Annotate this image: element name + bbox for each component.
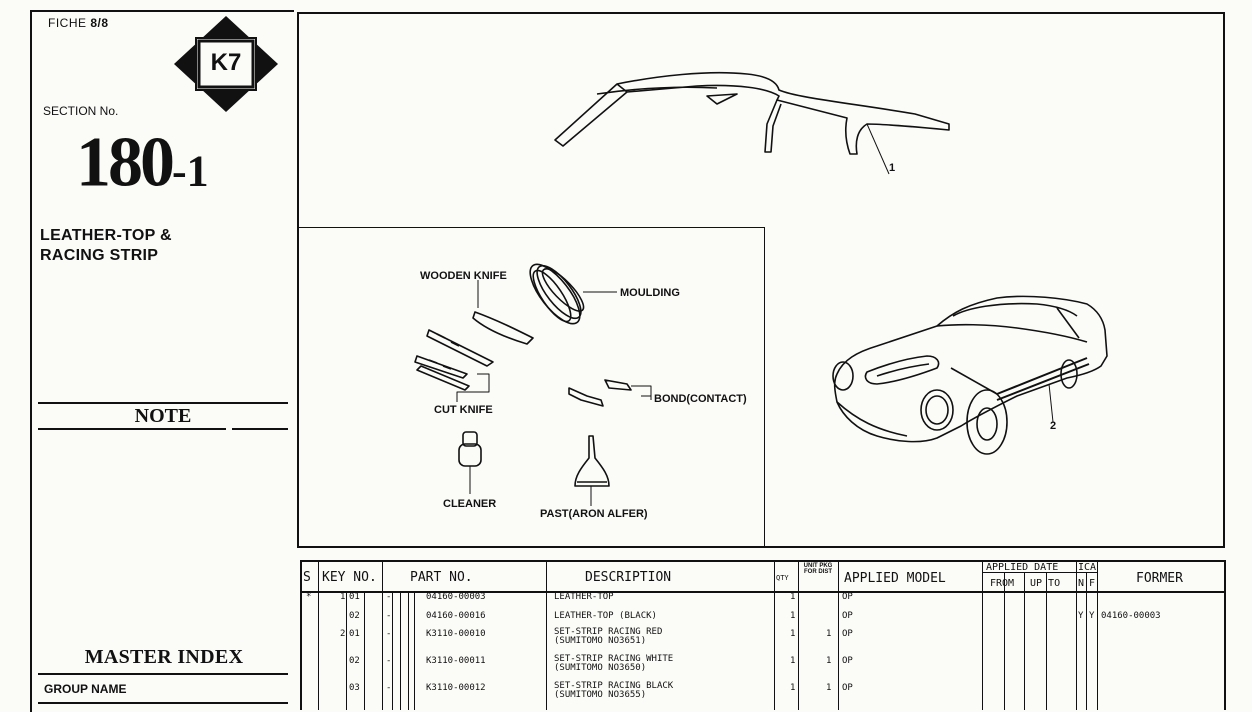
accessory-kit-inset (299, 227, 765, 547)
paste-illustration (574, 435, 610, 487)
header-part-no: PART NO. (410, 570, 473, 585)
bond-illustration (568, 379, 632, 407)
label-bond: BOND(CONTACT) (654, 393, 747, 405)
note-heading: NOTE (134, 405, 192, 427)
header-ica: ICA (1078, 562, 1097, 573)
master-index-heading: MASTER INDEX (84, 646, 244, 668)
diagram-illustration (414, 71, 1108, 506)
cleaner-illustration (458, 431, 482, 467)
header-from: FROM (990, 578, 1015, 589)
label-cut-knife: CUT KNIFE (434, 404, 493, 416)
k7-badge-label: K7 (210, 49, 242, 76)
note-top-rule (38, 402, 288, 404)
header-unit: UNIT PKG FOR DIST (803, 563, 833, 575)
section-suffix: -1 (172, 145, 209, 196)
header-former: FORMER (1136, 571, 1183, 586)
header-key-no: KEY NO. (322, 570, 377, 585)
k7-badge-icon (174, 16, 278, 112)
moulding-illustration (529, 263, 585, 325)
note-rule-right (232, 428, 288, 430)
parts-diagram (297, 12, 1225, 548)
header-applied-model: APPLIED MODEL (844, 571, 946, 586)
label-past: PAST(ARON ALFER) (540, 508, 648, 520)
header-description: DESCRIPTION (585, 570, 672, 585)
wooden-knife-illustration (472, 311, 534, 345)
index-sidebar (30, 10, 294, 712)
label-moulding: MOULDING (620, 287, 680, 299)
group-name-label: GROUP NAME (44, 682, 127, 696)
label-wooden-knife: WOODEN KNIFE (420, 270, 507, 282)
leather-top-illustration (554, 71, 950, 155)
header-up-to: UP TO (1030, 578, 1061, 589)
header-s: S (303, 570, 311, 585)
section-title: LEATHER-TOP & RACING STRIP (40, 227, 172, 264)
section-label: SECTION No. (43, 104, 119, 118)
parts-table (300, 560, 1226, 710)
header-qty: QTY (776, 574, 789, 582)
header-f: F (1089, 578, 1096, 589)
header-applied-date: APPLIED DATE (986, 562, 1059, 573)
cut-knife-illustration (414, 329, 494, 391)
header-n: N (1078, 578, 1085, 589)
fiche-number: FICHE 8/8 (48, 16, 109, 30)
sports-car-illustration (832, 295, 1108, 455)
master-index-rule (38, 673, 288, 675)
callout-2: 2 (1050, 420, 1057, 432)
section-number: 180-1 (76, 123, 209, 202)
label-cleaner: CLEANER (443, 498, 497, 510)
callout-1: 1 (889, 162, 896, 174)
group-name-rule (38, 702, 288, 704)
note-rule-left (38, 428, 226, 430)
